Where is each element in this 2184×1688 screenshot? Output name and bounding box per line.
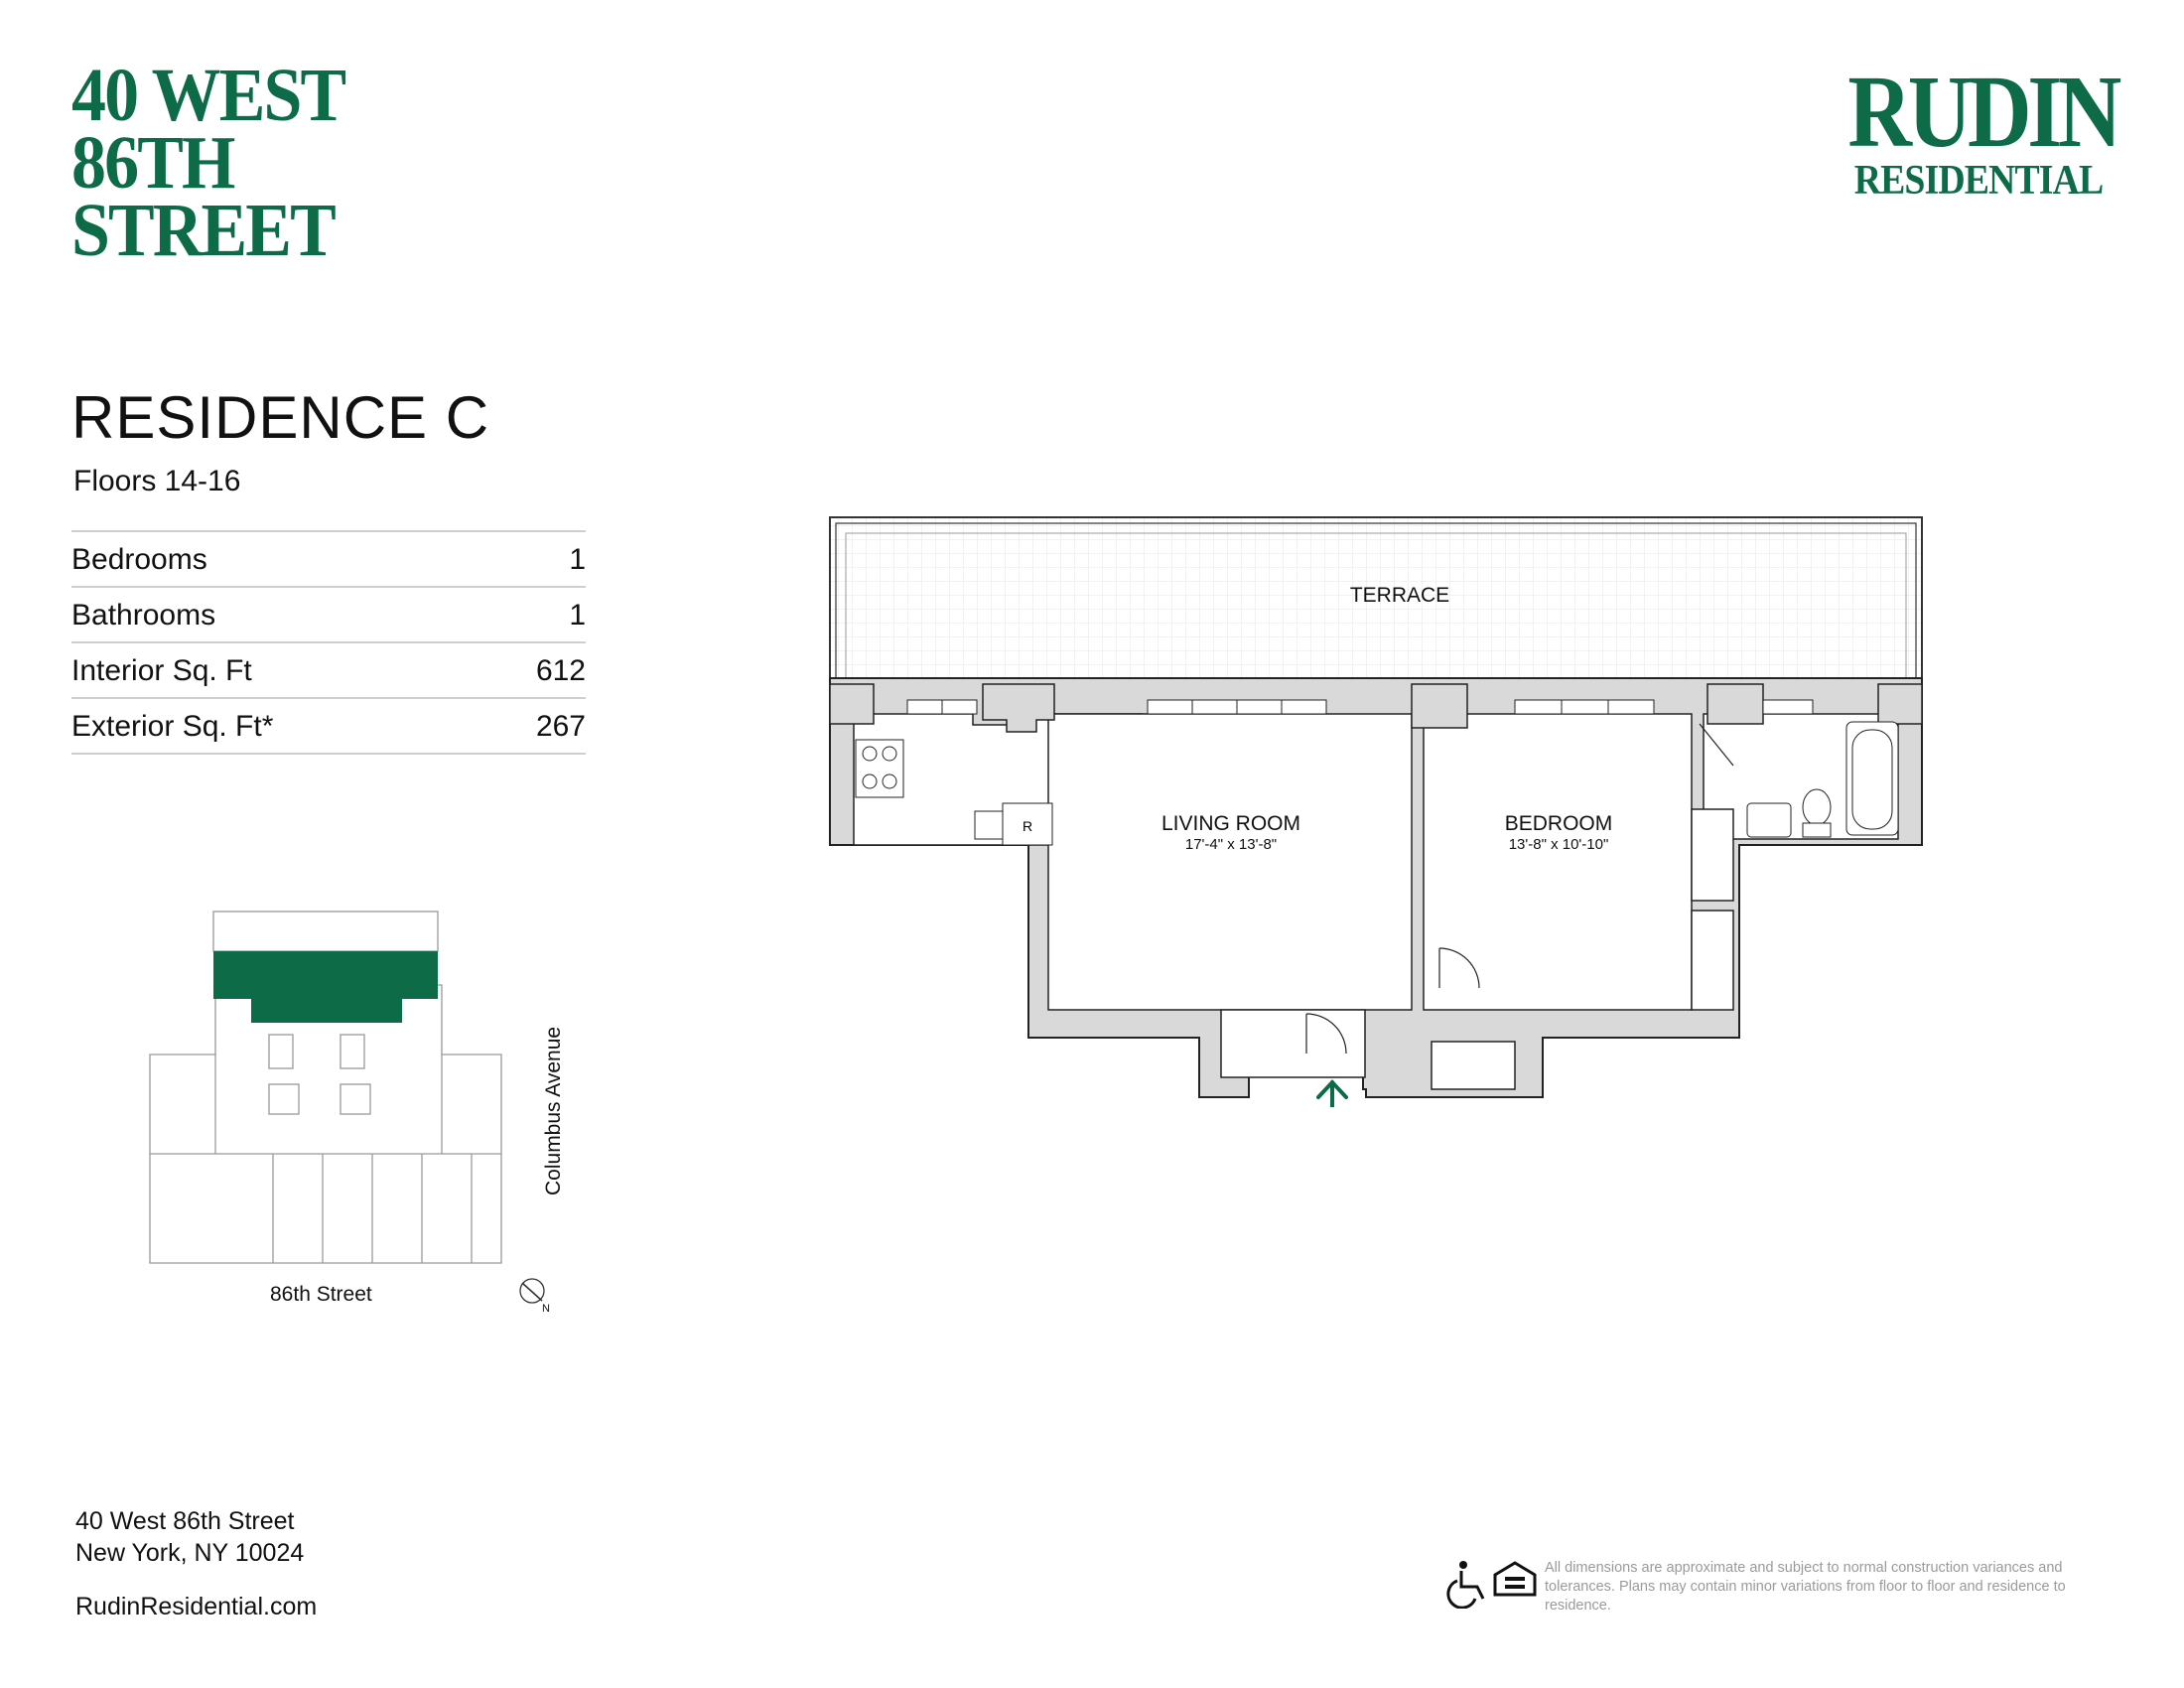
bedroom <box>1423 713 1693 1011</box>
brand-logo-name: RUDIN <box>1847 55 2121 169</box>
spec-row: Bathrooms 1 <box>71 588 586 643</box>
columns <box>829 683 1923 733</box>
floor-plan: R <box>829 516 1923 1107</box>
spec-value: 1 <box>569 543 586 576</box>
bedroom-name: BEDROOM <box>1504 812 1613 835</box>
terrace <box>829 516 1923 685</box>
spec-table: Bedrooms 1 Bathrooms 1 Interior Sq. Ft 6… <box>71 530 586 755</box>
building-logo-line: 86TH <box>71 121 235 205</box>
bedroom-dims: 13'-8" x 10'-10" <box>1508 836 1609 853</box>
spec-label: Exterior Sq. Ft* <box>71 710 274 743</box>
north-label: N <box>542 1303 550 1315</box>
spec-row: Bedrooms 1 <box>71 532 586 588</box>
fridge-label: R <box>1023 818 1032 834</box>
hall-closet <box>1431 1041 1516 1090</box>
disclaimer: All dimensions are approximate and subje… <box>1545 1560 2066 1614</box>
accessibility-icon <box>1446 1561 1485 1609</box>
living-room-name: LIVING ROOM <box>1160 812 1301 835</box>
residence-title: RESIDENCE C <box>71 384 490 451</box>
spec-value: 612 <box>535 654 586 687</box>
residence-floors: Floors 14-16 <box>73 465 241 497</box>
kitchen-fixtures <box>855 739 1053 846</box>
key-plan-avenue: Columbus Avenue <box>542 1026 565 1196</box>
spec-label: Bathrooms <box>71 599 216 632</box>
compass-icon <box>519 1278 545 1304</box>
terrace-label: TERRACE <box>1349 584 1450 607</box>
closet <box>1691 910 1734 1011</box>
building-logo-line: 40 WEST <box>71 54 346 137</box>
compliance-icons <box>1446 1561 1537 1609</box>
doors <box>1305 723 1734 1055</box>
building-logo: 40 WEST 86TH STREET <box>71 54 368 272</box>
entry-arrow-icon <box>1316 1079 1348 1107</box>
bathroom-fixtures <box>1746 721 1899 838</box>
entry-vestibule <box>1220 1009 1366 1078</box>
building-logo-line: STREET <box>71 189 337 272</box>
windows <box>906 699 1814 715</box>
closet <box>1691 808 1734 902</box>
spec-value: 1 <box>569 599 586 632</box>
key-plan-street: 86th Street <box>270 1283 372 1306</box>
bedroom-label: BEDROOM 13'-8" x 10'-10" <box>1469 812 1648 853</box>
spec-row: Interior Sq. Ft 612 <box>71 643 586 699</box>
spec-row: Exterior Sq. Ft* 267 <box>71 699 586 755</box>
spec-value: 267 <box>535 710 586 743</box>
website-link[interactable]: RudinResidential.com <box>75 1593 318 1620</box>
brand-logo-sub: RESIDENTIAL <box>1853 158 2104 204</box>
key-plan <box>149 911 502 1264</box>
address-line: New York, NY 10024 <box>75 1539 305 1567</box>
address-line: 40 West 86th Street <box>75 1507 295 1535</box>
equal-housing-opportunity-icon <box>1493 1561 1537 1597</box>
spec-label: Interior Sq. Ft <box>71 654 252 687</box>
key-plan-highlight <box>213 951 438 1023</box>
living-room-dims: 17'-4" x 13'-8" <box>1184 836 1278 853</box>
spec-label: Bedrooms <box>71 543 207 576</box>
address: 40 West 86th Street New York, NY 10024 <box>75 1505 304 1569</box>
living-room-area <box>1047 713 1413 1011</box>
brand-logo: RUDIN RESIDENTIAL <box>1827 55 2130 204</box>
living-room-label: LIVING ROOM 17'-4" x 13'-8" <box>1142 812 1320 853</box>
